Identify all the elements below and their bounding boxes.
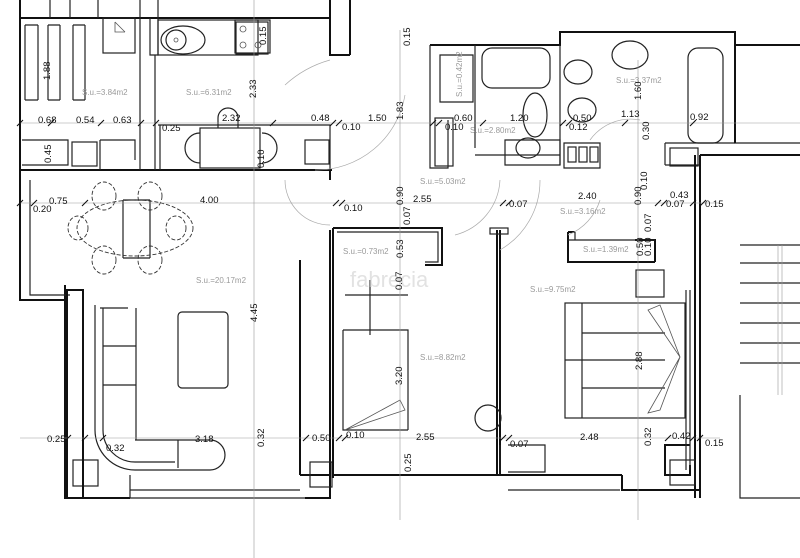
- dim-label: 1.20: [510, 113, 529, 124]
- dim-label: 0.32: [106, 443, 125, 454]
- dim-label: 0.50: [312, 433, 331, 444]
- dim-label: 0.42: [672, 431, 691, 442]
- dim-label: 0.15: [705, 199, 724, 210]
- dim-label: 0.07: [510, 439, 529, 450]
- dim-label: 0.45: [43, 145, 54, 164]
- dim-label: 1.88: [42, 62, 53, 81]
- room-area-bedroom1: S.u.=8.82m2: [420, 353, 466, 362]
- dim-label: 0.07: [402, 207, 413, 226]
- desk-icon: [344, 399, 406, 431]
- dining-table-icon: [67, 181, 194, 275]
- dim-label: 0.15: [258, 27, 269, 46]
- room-area-corridor: S.u.=3.16m2: [560, 207, 606, 216]
- dim-label: 0.07: [643, 214, 654, 233]
- dim-label: 0.10: [445, 122, 464, 133]
- room-area-closet: S.u.=0.42m2: [455, 51, 464, 97]
- dim-label: 3.18: [195, 434, 214, 445]
- dim-label: 1.83: [395, 102, 406, 121]
- room-area-laundry: S.u.=3.84m2: [82, 88, 128, 97]
- dim-label: 0.90: [395, 187, 406, 206]
- dim-label: 0.07: [394, 272, 405, 291]
- laundry-shelves-icon: [24, 24, 86, 101]
- dim-label: 0.15: [705, 438, 724, 449]
- walls: [19, 0, 800, 499]
- sink-icon: [160, 25, 206, 55]
- washbasin-icon: [515, 137, 541, 159]
- dim-label: 0.54: [76, 115, 95, 126]
- dim-label: 2.48: [580, 432, 599, 443]
- appliance-icon: [102, 17, 136, 54]
- dim-label: 2.33: [248, 80, 259, 99]
- dim-label: 2.55: [416, 432, 435, 443]
- washbasin-icon: [611, 40, 649, 70]
- room-area-kitchen: S.u.=6.31m2: [186, 88, 232, 97]
- room-area-bathroom2: S.u.=3.37m2: [616, 76, 662, 85]
- sofa-icon: [94, 305, 226, 471]
- dim-label: 0.50: [635, 238, 646, 257]
- stove-icon: [235, 21, 269, 55]
- kitchen-table-icon: [184, 107, 278, 169]
- dim-label: 0.32: [643, 428, 654, 447]
- dimension-labels: 1.88 2.33 0.15 0.68 0.54 0.63 0.25 2.32 …: [33, 27, 724, 473]
- bathtub-icon: [481, 47, 551, 89]
- watermark: fabrecia: [350, 267, 429, 292]
- dim-label: 0.10: [342, 122, 361, 133]
- toilet-icon: [567, 97, 597, 123]
- dim-label: 0.30: [641, 122, 652, 141]
- dim-label: 0.25: [47, 434, 66, 445]
- dim-label: 0.48: [311, 113, 330, 124]
- room-area-bedroom2: S.u.=9.75m2: [530, 285, 576, 294]
- dim-label: 0.20: [33, 204, 52, 215]
- room-area-wardrobe2: S.u.=1.39m2: [583, 245, 629, 254]
- dim-label: 2.55: [413, 194, 432, 205]
- dim-label: 1.60: [633, 82, 644, 101]
- dim-label: 1.13: [621, 109, 640, 120]
- dimension-lines: [16, 0, 800, 558]
- coffee-table-icon: [177, 311, 229, 389]
- dim-label: 2.88: [634, 352, 645, 371]
- dim-label: 0.92: [690, 112, 709, 123]
- fixtures: [24, 17, 724, 471]
- bidet-icon: [563, 59, 593, 85]
- dim-label: 0.10: [256, 150, 267, 169]
- dim-label: 1.50: [368, 113, 387, 124]
- dim-label: 4.00: [200, 195, 219, 206]
- dim-label: 0.75: [49, 196, 68, 207]
- toilet-icon: [522, 92, 548, 138]
- dim-label: 0.10: [639, 172, 650, 191]
- dim-label: 0.63: [113, 115, 132, 126]
- chair-icon: [474, 404, 502, 432]
- dim-label: 0.60: [454, 113, 473, 124]
- room-area-wardrobe1: S.u.=0.73m2: [343, 247, 389, 256]
- dim-label: 0.50: [573, 113, 592, 124]
- bathtub-icon: [687, 47, 724, 144]
- dim-label: 0.15: [402, 28, 413, 47]
- dim-label: 3.20: [394, 367, 405, 386]
- dim-label: 0.07: [509, 199, 528, 210]
- room-area-living: S.u.=20.17m2: [196, 276, 247, 285]
- dim-label: 0.10: [344, 203, 363, 214]
- dim-label: 2.40: [578, 191, 597, 202]
- dim-label: 0.10: [346, 430, 365, 441]
- room-area-bathroom1: S.u.=2.80m2: [470, 126, 516, 135]
- dim-label: 4.45: [249, 304, 260, 323]
- dim-label: 0.25: [403, 454, 414, 473]
- dim-label: 0.90: [633, 187, 644, 206]
- dim-label: 0.53: [395, 240, 406, 259]
- dim-label: 2.32: [222, 113, 241, 124]
- dim-label: 0.43: [670, 190, 689, 201]
- dim-label: 0.32: [256, 429, 267, 448]
- double-bed-icon: [564, 302, 686, 419]
- dim-label: 0.10: [643, 238, 654, 257]
- dim-label: 0.25: [162, 123, 181, 134]
- area-labels: S.u.=3.84m2 S.u.=6.31m2 S.u.=0.42m2 S.u.…: [82, 51, 662, 362]
- dim-label: 0.12: [569, 122, 588, 133]
- room-area-hall: S.u.=5.03m2: [420, 177, 466, 186]
- dim-label: 0.68: [38, 115, 57, 126]
- dim-label: 0.07: [666, 199, 685, 210]
